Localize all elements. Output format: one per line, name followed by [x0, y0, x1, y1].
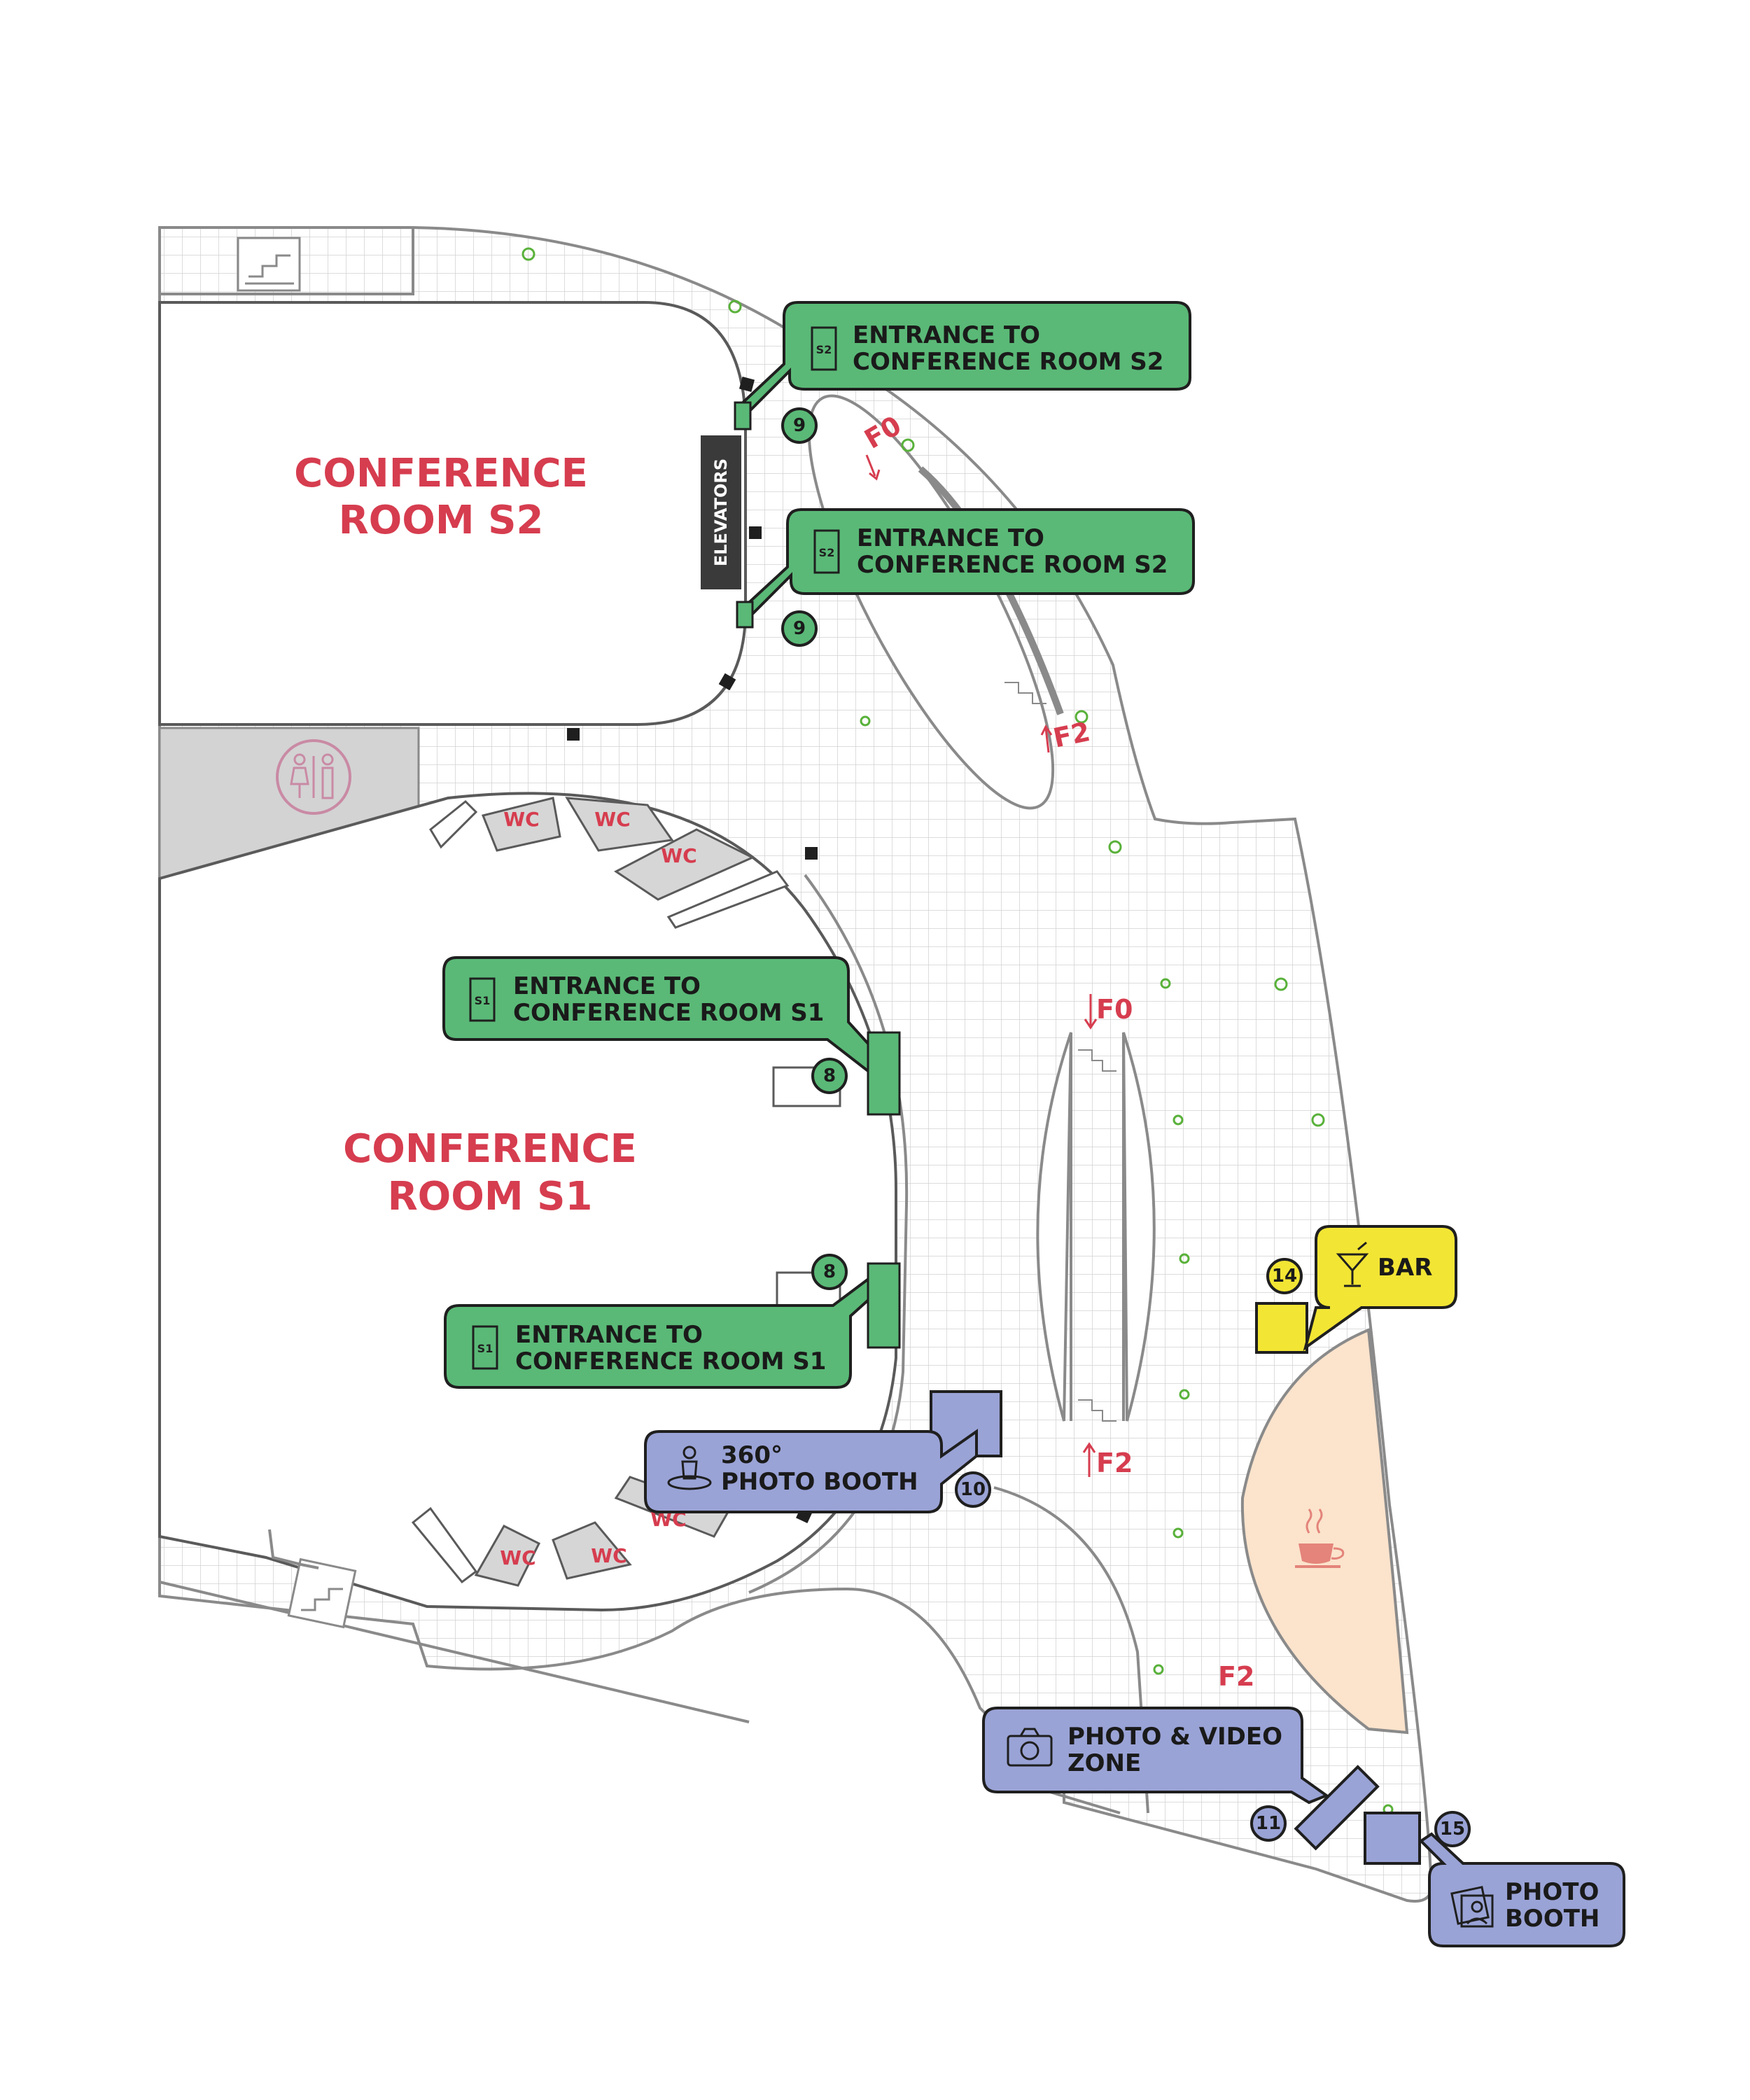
plant-markers: [522, 247, 1394, 1815]
callout-line2: PHOTO BOOTH: [721, 1468, 918, 1496]
svg-text:S2: S2: [819, 546, 835, 559]
elevators[interactable]: [701, 435, 741, 589]
pillars: [567, 376, 818, 1523]
room-s2-title-line1: CONFERENCE: [294, 451, 588, 496]
callout-line1: ENTRANCE TO: [515, 1321, 703, 1349]
marker-8-bottom[interactable]: 8: [811, 1254, 848, 1290]
marker-11[interactable]: 11: [1250, 1805, 1287, 1842]
wc-block-top: WC WC WC: [429, 797, 790, 929]
room-s1-title-line2: ROOM S1: [388, 1174, 593, 1219]
svg-text:9: 9: [793, 415, 806, 436]
callout-line2: CONFERENCE ROOM S1: [515, 1348, 826, 1376]
floor-marker-f0-mid: F0: [1084, 994, 1133, 1030]
callout-line1: PHOTO: [1505, 1878, 1599, 1906]
marker-9-top[interactable]: 9: [781, 407, 818, 444]
callout-line1: PHOTO & VIDEO: [1068, 1723, 1282, 1751]
room-s1-title-line1: CONFERENCE: [343, 1126, 637, 1172]
callout-photo-booth[interactable]: PHOTO BOOTH: [1364, 1812, 1625, 1947]
wc-label: WC: [591, 1544, 626, 1567]
svg-text:14: 14: [1272, 1266, 1297, 1287]
escalator-left: [1036, 1032, 1072, 1422]
svg-text:S1: S1: [475, 994, 491, 1007]
callout-line1: ENTRANCE TO: [857, 524, 1044, 552]
marker-9-bottom[interactable]: 9: [781, 610, 818, 647]
door-icon: S2: [811, 326, 837, 371]
callout-line2: CONFERENCE ROOM S2: [853, 348, 1163, 376]
callout-line1: ENTRANCE TO: [853, 321, 1040, 349]
svg-text:F2: F2: [1051, 716, 1093, 754]
svg-text:F2: F2: [1096, 1448, 1133, 1478]
svg-text:8: 8: [823, 1261, 836, 1282]
cafe-area: [1240, 1328, 1409, 1735]
callout-line2: CONFERENCE ROOM S1: [513, 999, 824, 1027]
wc-label: WC: [500, 1546, 536, 1569]
svg-text:F2: F2: [1218, 1661, 1254, 1692]
svg-text:F0: F0: [1096, 994, 1133, 1025]
person-360-icon: [667, 1446, 712, 1490]
callout-line2: BOOTH: [1505, 1905, 1600, 1933]
svg-text:S1: S1: [477, 1342, 493, 1355]
wc-label: WC: [661, 844, 696, 867]
callout-line1: BAR: [1378, 1254, 1432, 1282]
camera-icon: [1007, 1728, 1053, 1767]
floor-marker-f2-mid: F2: [1082, 1442, 1133, 1478]
coffee-cup-icon: [1295, 1508, 1345, 1568]
wc-label: WC: [503, 808, 539, 831]
wc-label: WC: [594, 808, 630, 831]
callout-line1: ENTRANCE TO: [513, 972, 701, 1000]
callout-entrance-s1-top[interactable]: S1 ENTRANCE TO CONFERENCE ROOM S1: [442, 956, 901, 1116]
stairs-icon: [287, 1558, 357, 1629]
svg-text:8: 8: [823, 1065, 836, 1086]
photos-icon: [1450, 1886, 1494, 1928]
door-icon: S1: [469, 977, 496, 1022]
callout-line1: 360°: [721, 1441, 783, 1469]
svg-text:S2: S2: [816, 343, 832, 356]
floor-marker-f2-top: F2: [1040, 716, 1093, 754]
outer-wall: [1049, 1791, 1121, 1814]
outer-wall: [158, 1540, 750, 1723]
restroom-icon: [276, 739, 351, 815]
marker-15[interactable]: 15: [1434, 1811, 1471, 1847]
callout-line2: CONFERENCE ROOM S2: [857, 551, 1168, 579]
cocktail-icon: [1336, 1241, 1369, 1287]
elevators-label: ELEVATORS: [711, 458, 731, 566]
escalator-right: [1122, 1032, 1156, 1422]
entrance-s1-door[interactable]: [867, 1031, 901, 1116]
door-icon: S2: [813, 529, 840, 574]
callout-photo-video-zone[interactable]: PHOTO & VIDEO ZONE: [982, 1707, 1380, 1851]
callout-entrance-s1-bottom[interactable]: S1 ENTRANCE TO CONFERENCE ROOM S1: [444, 1262, 901, 1389]
floor-marker-f2-bottom: F2: [1218, 1661, 1254, 1692]
entrance-s1-door[interactable]: [867, 1262, 901, 1349]
callout-360-photo-booth[interactable]: 360° PHOTO BOOTH: [644, 1390, 1002, 1513]
svg-text:15: 15: [1440, 1819, 1465, 1840]
svg-text:11: 11: [1256, 1813, 1281, 1834]
marker-10[interactable]: 10: [955, 1471, 991, 1508]
door-icon: S1: [472, 1325, 498, 1370]
callout-bar[interactable]: BAR: [1255, 1225, 1457, 1354]
room-s2-title-line2: ROOM S2: [339, 498, 544, 543]
svg-text:9: 9: [793, 618, 806, 639]
stairs-icon: [237, 237, 301, 292]
callout-entrance-s2-bottom[interactable]: S2 ENTRANCE TO CONFERENCE ROOM S2: [736, 508, 1195, 629]
callout-entrance-s2-top[interactable]: S2 ENTRANCE TO CONFERENCE ROOM S2: [734, 301, 1191, 430]
callout-line2: ZONE: [1068, 1749, 1141, 1777]
marker-8-top[interactable]: 8: [811, 1058, 848, 1094]
svg-text:10: 10: [960, 1479, 986, 1500]
marker-14[interactable]: 14: [1266, 1258, 1303, 1294]
